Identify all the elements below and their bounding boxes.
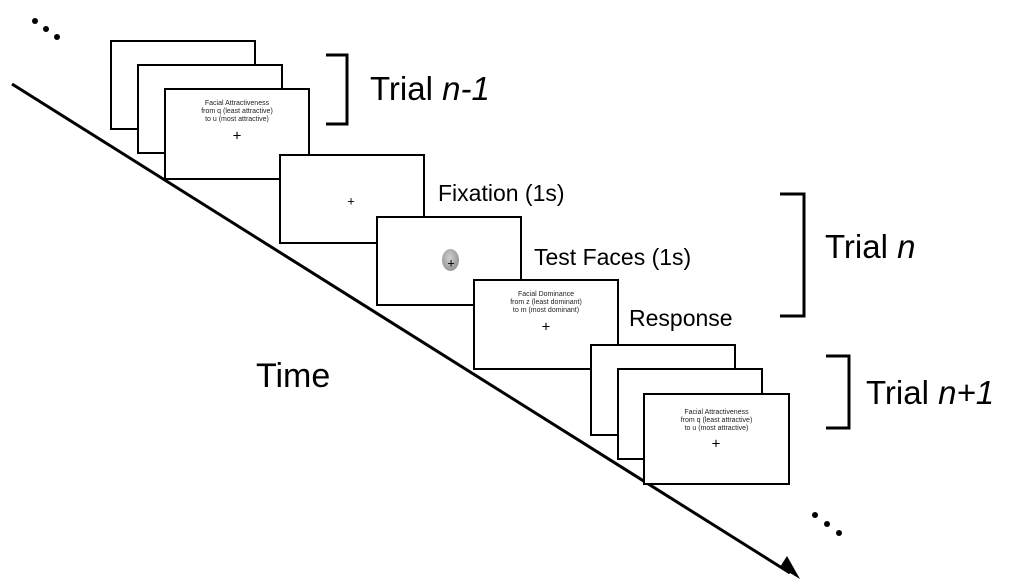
trial-index: n+1 [938, 374, 995, 411]
prompt-line-3: to m (most dominant) [512, 307, 580, 314]
label-trial-current: Trial n [825, 229, 915, 265]
fixation-cross: + [447, 255, 455, 271]
time-axis-arrowhead [780, 556, 800, 579]
prompt-line-2: from q (least attractive) [201, 108, 273, 115]
prompt-line-2: from z (least dominant) [510, 299, 582, 306]
trial-index: n [897, 228, 916, 265]
screen-next-prompt: Facial Attractiveness from q (least attr… [643, 393, 790, 485]
prompt-text: Facial Dominance from z (least dominant)… [475, 291, 617, 315]
fixation-cross: + [232, 127, 242, 145]
prompt-line-3: to u (most attractive) [684, 425, 749, 432]
bracket-trial-prev [326, 53, 349, 126]
label-trial-next: Trial n+1 [866, 375, 994, 411]
bracket-trial-next [826, 354, 851, 430]
label-trial-prev: Trial n-1 [370, 71, 490, 107]
ellipsis-top [28, 10, 68, 50]
label-time: Time [256, 357, 331, 395]
trial-index: n-1 [442, 70, 490, 107]
screen-fixation: + [279, 154, 425, 244]
prompt-line-3: to u (most attractive) [205, 116, 269, 123]
prompt-text: Facial Attractiveness from q (least attr… [166, 100, 308, 124]
trial-word: Trial [866, 374, 939, 411]
trial-word: Trial [370, 70, 443, 107]
label-response: Response [629, 305, 733, 331]
fixation-cross: + [711, 435, 721, 453]
face-stimulus [442, 249, 459, 271]
ellipsis-bottom [806, 508, 850, 548]
fixation-cross: + [347, 193, 355, 209]
time-axis-arrow [11, 82, 791, 575]
trial-word: Trial [825, 228, 898, 265]
fixation-cross: + [541, 318, 551, 336]
bracket-trial-current [780, 192, 806, 318]
label-test-faces: Test Faces (1s) [534, 244, 692, 270]
prompt-line-1: Facial Attractiveness [204, 100, 270, 107]
prompt-text: Facial Attractiveness from q (least attr… [645, 409, 788, 433]
label-fixation: Fixation (1s) [438, 180, 565, 206]
prompt-line-1: Facial Dominance [517, 291, 575, 298]
prompt-line-1: Facial Attractiveness [684, 409, 749, 416]
prompt-line-2: from q (least attractive) [680, 417, 753, 424]
